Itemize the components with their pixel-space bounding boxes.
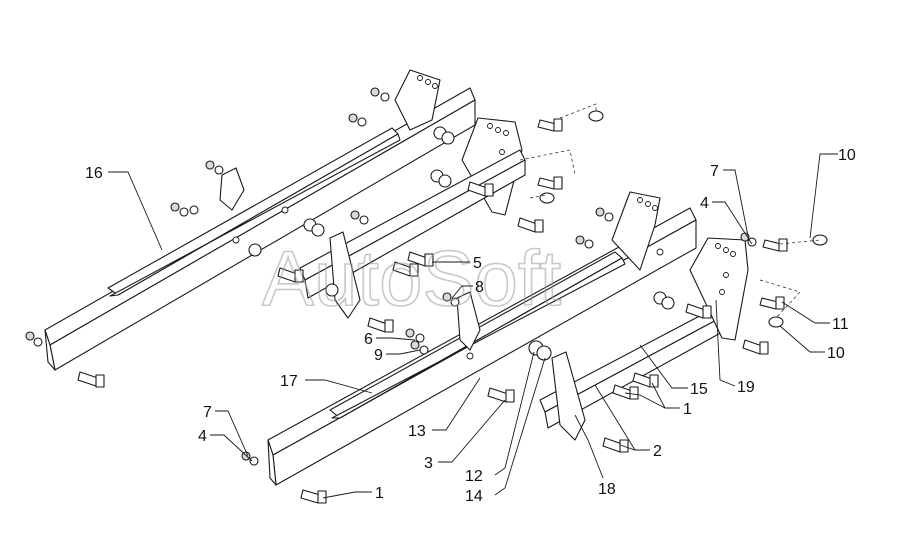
leader-lines xyxy=(108,153,838,499)
callout-4-right: 4 xyxy=(700,195,709,212)
clamp-plate-upper xyxy=(219,167,245,211)
lower-bracket-plate-right xyxy=(689,237,749,341)
callout-1-right: 1 xyxy=(683,401,692,418)
callout-labels: 16 17 15 18 19 10 10 11 7 4 5 8 6 9 7 4 … xyxy=(85,147,856,505)
callout-14: 14 xyxy=(465,488,483,505)
callout-8: 8 xyxy=(475,279,484,296)
callout-16: 16 xyxy=(85,165,103,182)
callout-3: 3 xyxy=(424,455,433,472)
callout-19: 19 xyxy=(737,379,755,396)
callout-7-right: 7 xyxy=(710,163,719,180)
callout-10-upper: 10 xyxy=(838,147,856,164)
callout-7-left: 7 xyxy=(203,404,212,421)
callout-18: 18 xyxy=(598,481,616,498)
lower-short-beam xyxy=(539,299,736,429)
callout-2: 2 xyxy=(653,443,662,460)
callout-4-left: 4 xyxy=(198,428,207,445)
callout-5: 5 xyxy=(473,255,482,272)
callout-1-bottom: 1 xyxy=(375,485,384,502)
callout-10-lower: 10 xyxy=(827,345,845,362)
callout-17: 17 xyxy=(280,373,298,390)
upper-bracket-plate-left xyxy=(394,69,441,131)
lower-frame-beam xyxy=(267,207,697,486)
callout-9: 9 xyxy=(374,347,383,364)
callout-11: 11 xyxy=(832,316,849,333)
upper-frame-beam xyxy=(44,87,476,371)
callout-15: 15 xyxy=(690,381,708,398)
watermark-text: AutoSoft xyxy=(262,234,562,322)
callout-6: 6 xyxy=(364,331,373,348)
bolt-set xyxy=(77,118,788,504)
clamp-plate-lower xyxy=(456,291,481,351)
nut-washer-set xyxy=(25,87,757,466)
fasteners xyxy=(25,87,828,504)
callout-13: 13 xyxy=(408,423,426,440)
lower-bracket-plate-left xyxy=(611,191,661,271)
callout-12: 12 xyxy=(465,468,483,485)
